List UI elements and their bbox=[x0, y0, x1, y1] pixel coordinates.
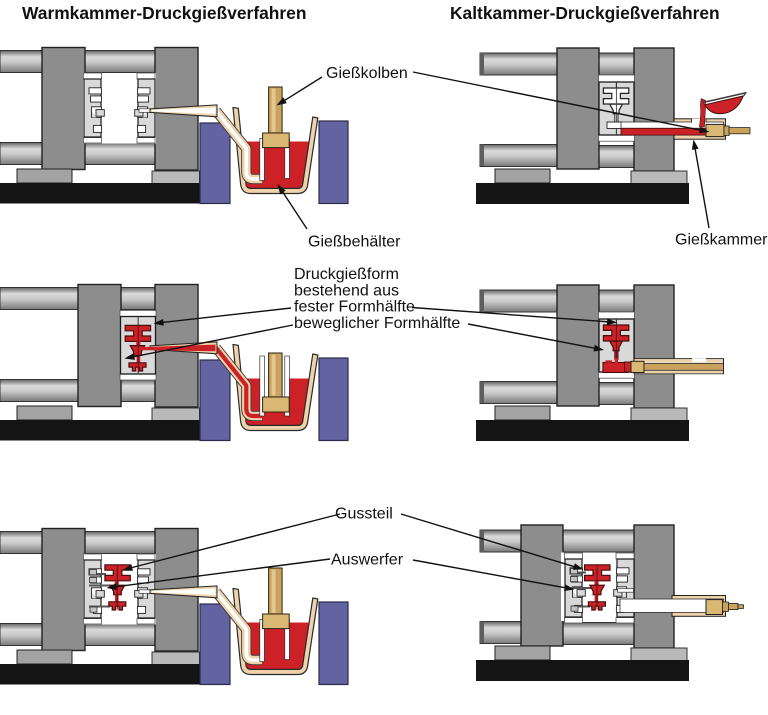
svg-text:fester Formhälfte: fester Formhälfte bbox=[294, 299, 415, 316]
svg-text:Gießbehälter: Gießbehälter bbox=[308, 234, 401, 251]
svg-text:Gießkolben: Gießkolben bbox=[326, 65, 408, 82]
svg-text:Druckgießform: Druckgießform bbox=[294, 266, 399, 283]
svg-text:Auswerfer: Auswerfer bbox=[331, 552, 404, 569]
svg-text:Gießkammer: Gießkammer bbox=[675, 232, 768, 249]
svg-text:bestehend aus: bestehend aus bbox=[294, 282, 399, 299]
svg-text:Kaltkammer-Druckgießverfahren: Kaltkammer-Druckgießverfahren bbox=[450, 3, 720, 23]
svg-text:Gussteil: Gussteil bbox=[335, 506, 393, 523]
svg-text:beweglicher Formhälfte: beweglicher Formhälfte bbox=[294, 315, 460, 332]
svg-text:Warmkammer-Druckgießverfahren: Warmkammer-Druckgießverfahren bbox=[22, 3, 306, 23]
